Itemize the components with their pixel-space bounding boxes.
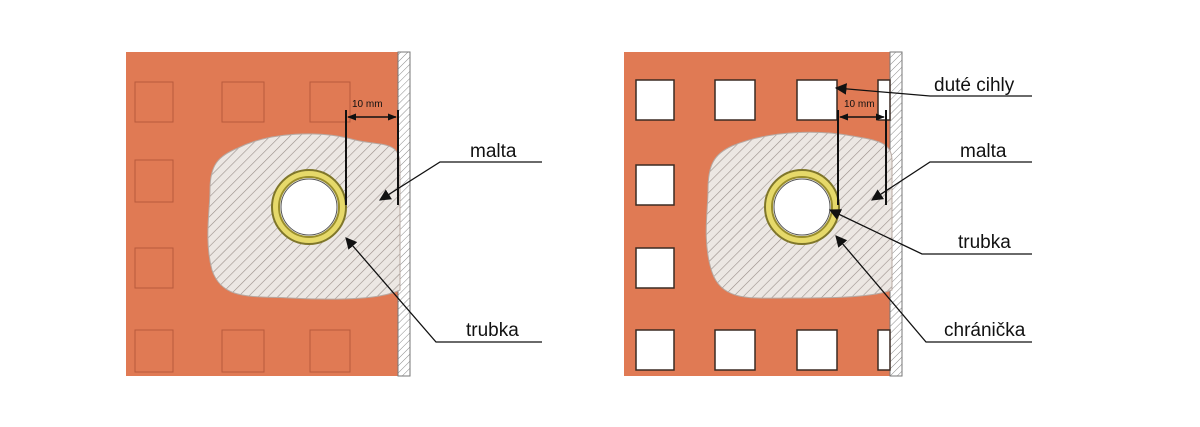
right-pipe-with-sleeve-icon [764,169,840,245]
left-pipe-with-sleeve-icon [271,169,347,245]
left-dimension-label: 10 mm [352,99,383,110]
right-pipe-leader [828,209,1032,255]
left-brick-cavities [134,81,351,373]
left-diagram: 10 mm malta trubka [126,51,542,377]
right-diagram: 10 mm duté cihly malta trubka chránička [624,51,1032,377]
right-hollow-bricks-label: duté cihly [934,75,1015,96]
left-pipe-label: trubka [466,320,519,341]
right-mortar-leader [871,161,1032,201]
right-mortar-label: malta [960,141,1007,162]
right-dimension-label: 10 mm [844,99,875,110]
right-pipe-label: trubka [958,232,1011,253]
left-pipe-leader [345,237,542,343]
right-sleeve-leader [835,235,1032,343]
right-sleeve-label: chránička [944,320,1026,341]
right-hollow-brick-cavities [635,79,891,371]
left-mortar-label: malta [470,141,517,162]
right-hollow-bricks-leader [834,83,1032,97]
left-mortar-leader [379,161,542,201]
